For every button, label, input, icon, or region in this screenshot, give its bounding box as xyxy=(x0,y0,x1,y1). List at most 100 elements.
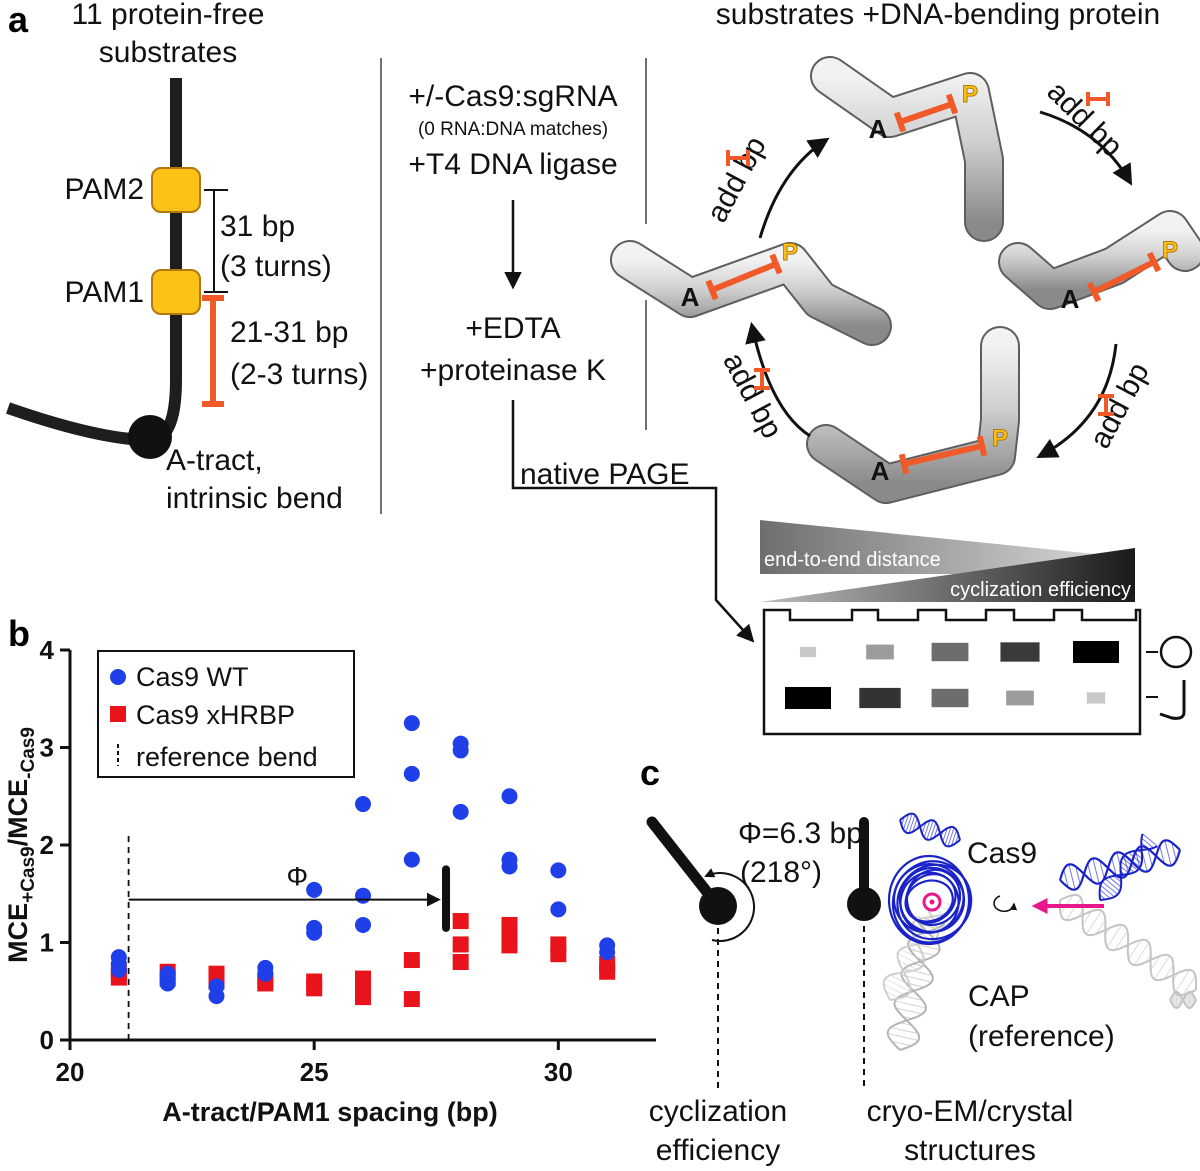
data-point-wt xyxy=(257,965,274,982)
helix-rung xyxy=(1087,863,1093,882)
legend-label-wt: Cas9 WT xyxy=(136,662,249,692)
helix-rung xyxy=(1111,857,1117,876)
small-rotation-icon xyxy=(993,895,1018,913)
helix-rung xyxy=(1100,884,1115,898)
y-tick-label: 1 xyxy=(40,928,54,958)
bp-bracket-icon xyxy=(726,150,750,166)
helix-rung xyxy=(883,983,907,997)
helix-rung xyxy=(1108,876,1122,888)
bp-span-cap xyxy=(898,453,910,475)
data-point-xhrbp xyxy=(355,989,371,1006)
helix-rung xyxy=(1128,939,1142,960)
bp-span-cap xyxy=(945,93,959,115)
helix-rung xyxy=(1106,924,1123,948)
data-point-wt xyxy=(110,961,127,978)
gel-band-linear xyxy=(1006,690,1034,706)
x-tick-label: 25 xyxy=(300,1057,329,1087)
helix-rung xyxy=(929,822,937,840)
bracket-21-31bp xyxy=(202,295,224,407)
helix-rung xyxy=(902,814,910,830)
y-axis-title-text: MCE+Cas9/MCE-Cas9 xyxy=(3,727,39,963)
helix-rung xyxy=(1102,881,1118,895)
gel-band-circular xyxy=(1000,642,1040,662)
add-bp-lower-left: add bp xyxy=(716,347,788,444)
helix-rung xyxy=(1163,964,1174,980)
data-point-wt xyxy=(501,788,518,805)
gel-band-linear xyxy=(859,687,901,709)
helix-strand xyxy=(899,812,961,841)
helix-rung xyxy=(1099,889,1111,899)
spacing-31-line1: 31 bp xyxy=(220,210,295,243)
add-bp-label: add bp xyxy=(1041,75,1129,163)
spacing-31-line2: (3 turns) xyxy=(220,250,332,283)
bend-pivot-left xyxy=(699,887,737,925)
data-point-xhrbp xyxy=(355,970,371,987)
y-axis-title-part: MCE xyxy=(3,903,33,963)
wedge-end-to-end-distance xyxy=(760,520,1135,574)
gel-band-circular xyxy=(866,644,894,660)
gel-bands xyxy=(785,641,1119,709)
helix-rung xyxy=(950,830,958,846)
cycle-arrow-upper-right xyxy=(1039,110,1133,186)
helix-rung xyxy=(1153,955,1171,980)
step1-line1: +/-Cas9:sgRNA xyxy=(408,80,617,113)
helix-rung xyxy=(890,974,910,986)
cycle-arrow-lower-right xyxy=(1036,343,1118,458)
data-point-wt xyxy=(208,988,225,1005)
wedge-top-label: end-to-end distance xyxy=(764,549,941,571)
data-point-wt xyxy=(355,796,371,813)
data-point-wt xyxy=(452,742,469,759)
y-tick-label: 4 xyxy=(40,635,55,665)
pam1-box xyxy=(151,269,201,315)
helix-rung xyxy=(1140,842,1150,850)
helix-rung xyxy=(887,1032,919,1042)
helix-rung xyxy=(1124,854,1141,868)
circular-dna-icon xyxy=(1159,635,1193,669)
y-tick-label: 2 xyxy=(40,830,54,860)
gel-band-circular xyxy=(799,646,817,658)
helix-rung xyxy=(1113,875,1122,883)
helix-rung xyxy=(1133,942,1150,966)
y-axis-title: MCE+Cas9/MCE-Cas9 xyxy=(3,727,39,963)
data-point-xhrbp xyxy=(403,991,420,1008)
legend-marker-xhrbp xyxy=(110,706,126,722)
pam1-label: PAM1 xyxy=(65,276,144,309)
add-bp-label: add bp xyxy=(701,131,773,228)
step1-line2: (0 RNA:DNA matches) xyxy=(418,119,608,140)
data-point-wt xyxy=(159,975,176,992)
native-page-label: native PAGE xyxy=(520,458,690,491)
pam-marker: P xyxy=(782,239,798,266)
helix-rung xyxy=(1095,919,1106,935)
helix-rung xyxy=(1120,861,1135,873)
cycle-arrow-upper-left xyxy=(758,137,830,239)
data-point-wt xyxy=(599,944,616,961)
cryo-em-structure-image xyxy=(882,812,1198,1051)
helix-rung xyxy=(900,948,925,962)
caption-left-line2: efficiency xyxy=(656,1134,781,1167)
helix-rung xyxy=(1068,864,1076,890)
dna-tube-body xyxy=(812,58,1002,240)
panel-a: a 11 protein-free substrates PAM2 PAM1 3… xyxy=(6,0,1200,736)
helix-rung xyxy=(907,945,923,955)
helix-rung xyxy=(1142,833,1158,847)
helix-rung xyxy=(895,1007,923,1015)
dna-strand xyxy=(6,78,182,447)
data-point-wt xyxy=(403,715,420,732)
bp-span-bar xyxy=(903,443,983,467)
data-point-wt xyxy=(306,881,323,898)
helix-rung xyxy=(1159,845,1165,864)
wedge-cyclization-efficiency xyxy=(760,548,1135,602)
helix-rung xyxy=(1082,910,1093,926)
helix-rung xyxy=(921,822,927,834)
helix-rung xyxy=(908,814,916,834)
phi-angle-label: (218°) xyxy=(740,856,822,889)
data-point-xhrbp xyxy=(452,936,469,953)
data-point-wt xyxy=(550,901,567,918)
helix-rung xyxy=(942,828,948,842)
data-point-wt xyxy=(355,887,371,904)
helix-rung xyxy=(1104,878,1121,892)
helix-rung xyxy=(885,991,900,999)
native-page-connector xyxy=(511,400,755,643)
